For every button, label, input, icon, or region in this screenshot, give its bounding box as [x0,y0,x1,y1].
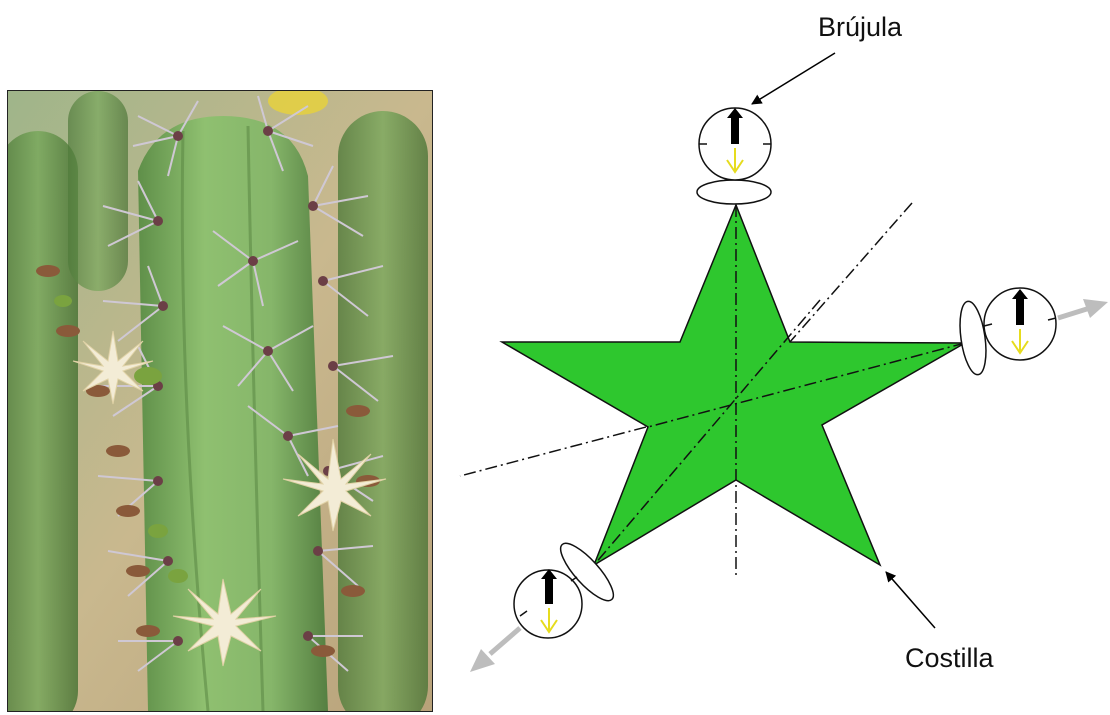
compass-icon [697,108,771,204]
rib-label: Costilla [905,643,994,674]
compass-icon [956,288,1056,376]
compass-pointer-arrow [752,53,835,104]
rib-pointer-arrow [886,572,935,628]
direction-arrow-icon [1058,299,1108,318]
cactus-cross-section-star [502,205,965,565]
direction-arrow-icon [470,628,520,672]
compass-label: Brújula [818,12,902,43]
